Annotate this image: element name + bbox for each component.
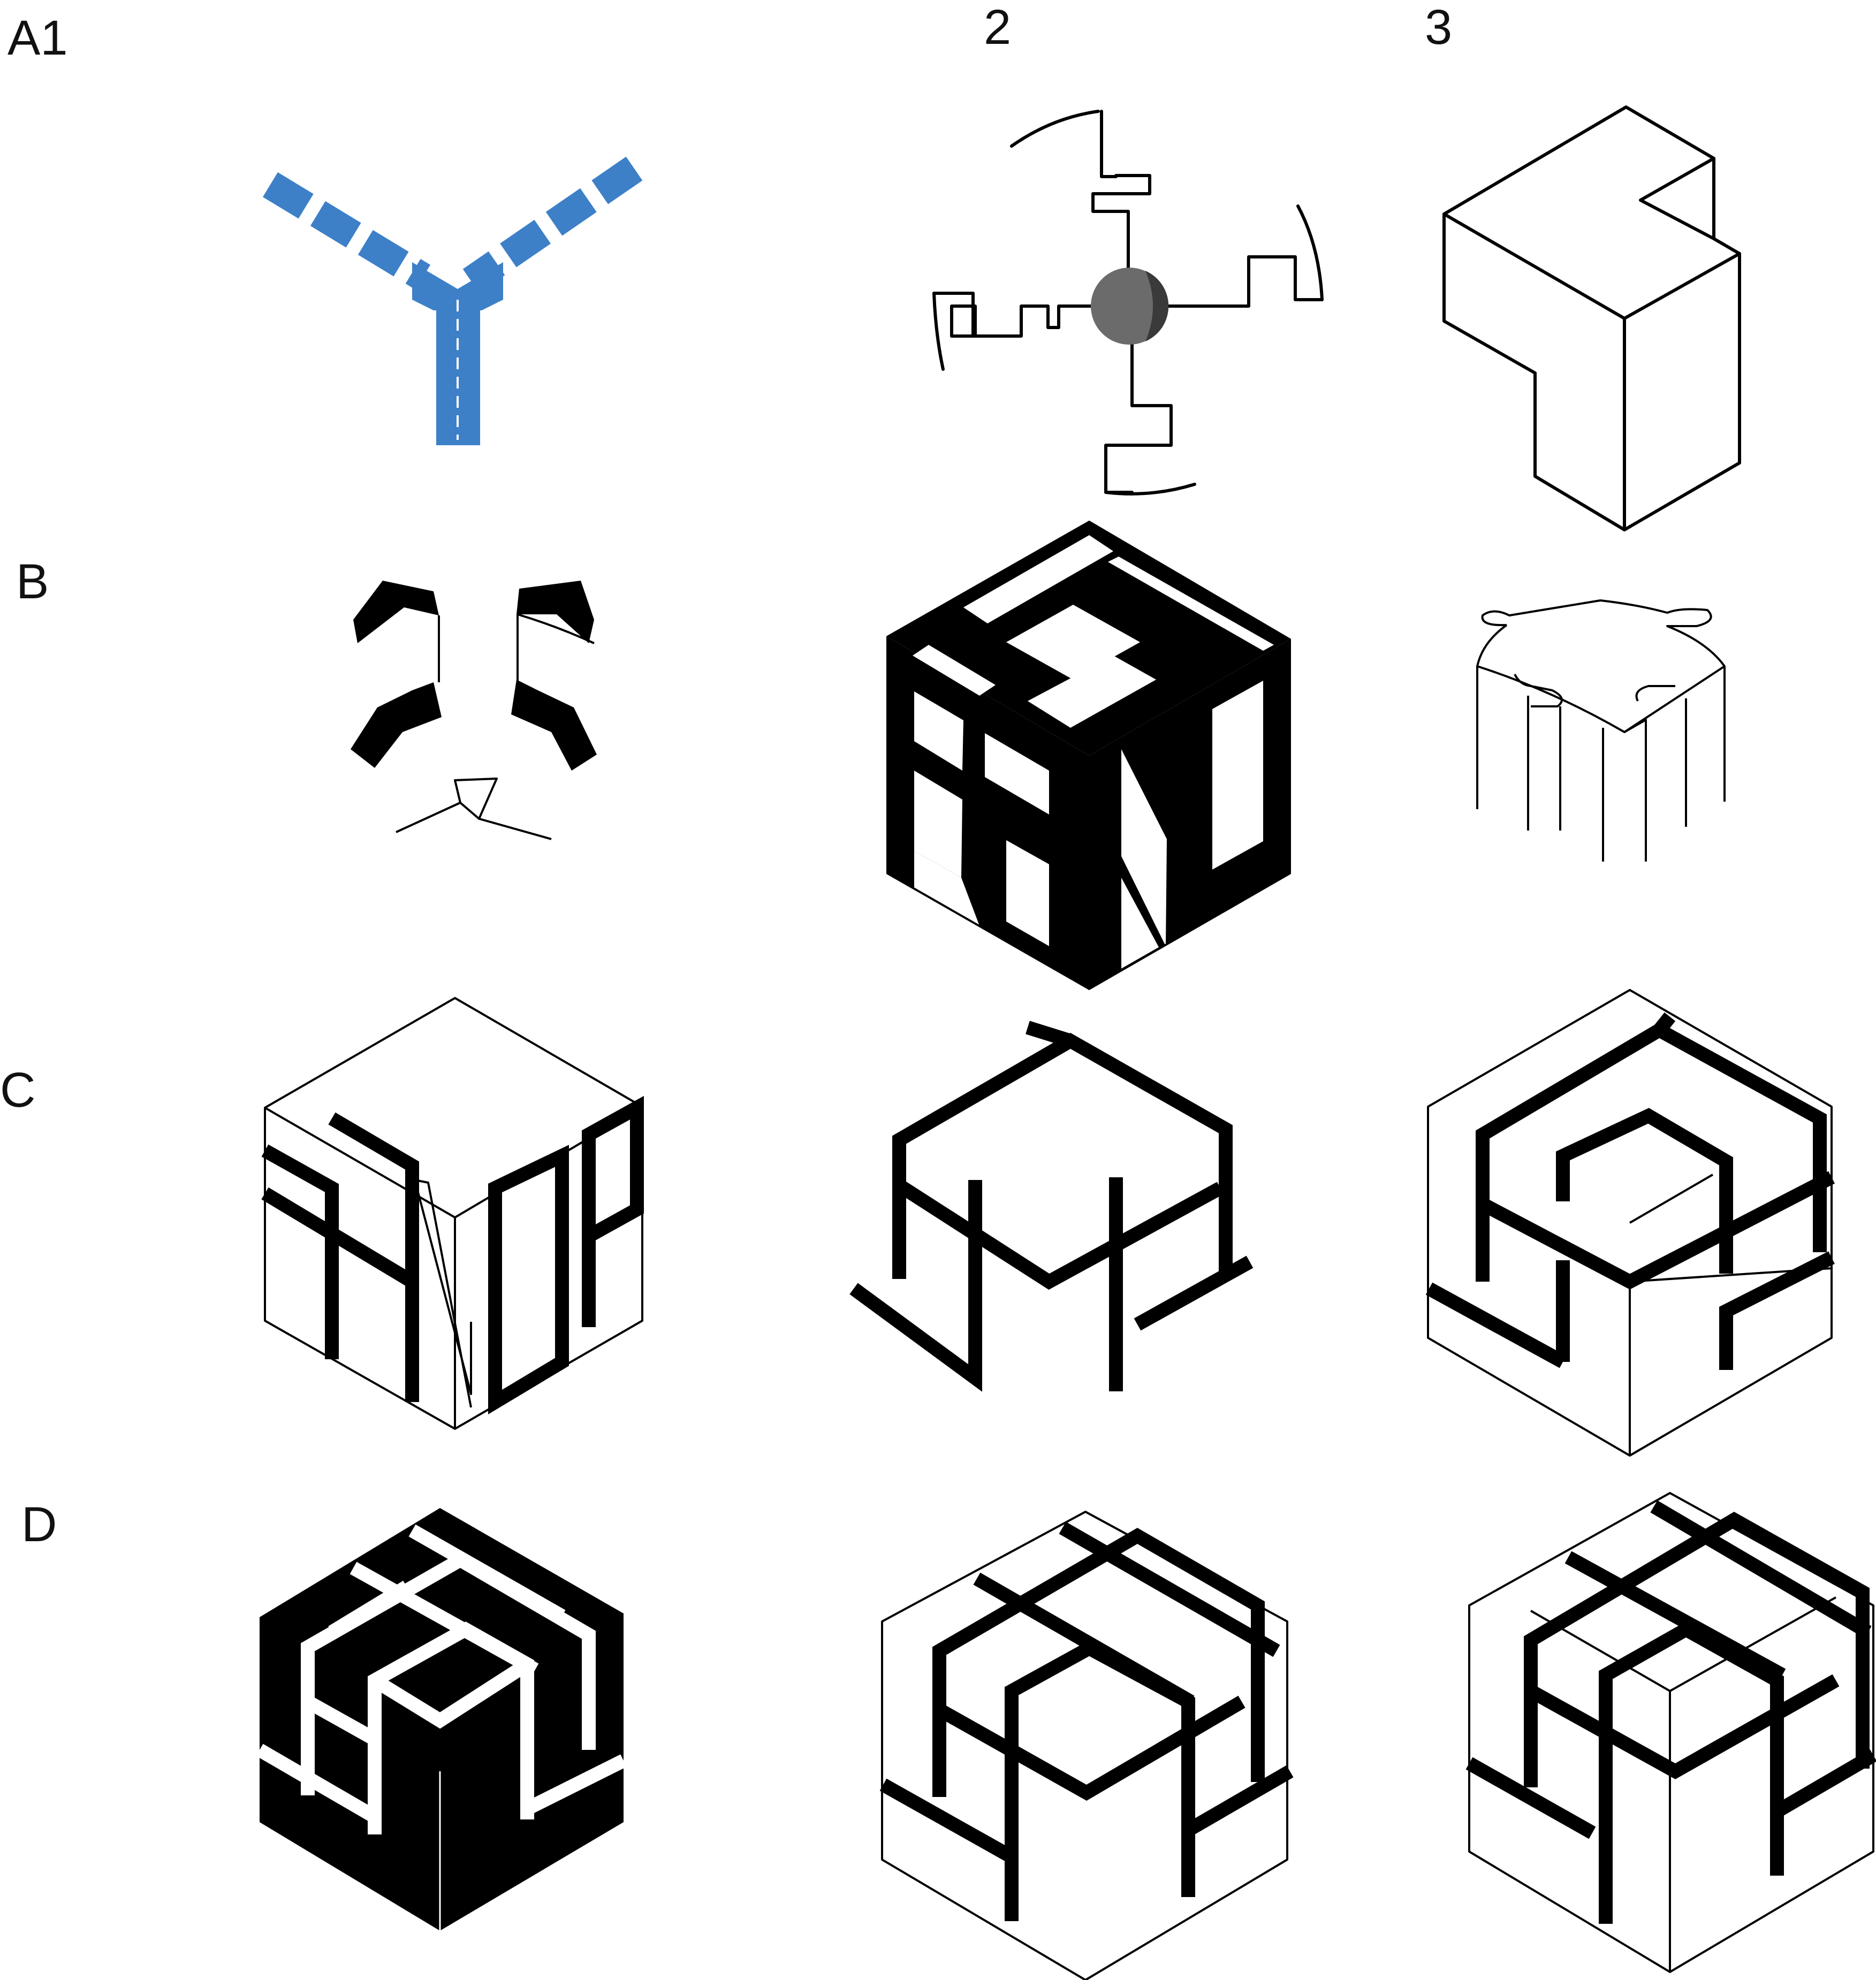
l-block-outline xyxy=(1442,105,1741,531)
panda-right-ear xyxy=(517,581,594,643)
frame-c2-notch xyxy=(1026,1021,1073,1048)
panda-nose xyxy=(396,778,552,840)
label-d: D xyxy=(21,1497,57,1552)
frame-c2-top xyxy=(892,1033,1233,1279)
pinwheel-arc-left xyxy=(932,292,945,371)
cube-c1-bar-3 xyxy=(488,1145,569,1414)
frame-c2-mid xyxy=(895,1179,1224,1290)
pinwheel-arm-left-tail xyxy=(932,292,975,338)
label-a2: 2 xyxy=(984,0,1011,55)
cube-b2-left-panel-3 xyxy=(985,733,1049,814)
pinwheel-arc-right xyxy=(1296,204,1324,301)
bear-ear-right xyxy=(1635,685,1675,702)
frame-c2-left-post xyxy=(849,1180,982,1392)
cube-c3-bar-top-box xyxy=(1556,1108,1733,1274)
stepped-pinwheel-sphere-icon xyxy=(932,110,1324,496)
panda-brow-right xyxy=(517,613,595,682)
l-block-inner-edges xyxy=(1442,157,1741,531)
panda-face-icon xyxy=(351,581,597,840)
cube-b2-left-panel-2 xyxy=(914,771,962,878)
y-right-arm xyxy=(462,156,643,293)
cube-c1-bar-1 xyxy=(261,1144,339,1359)
cube-d2-edges xyxy=(881,1511,1288,1980)
pinwheel-arc-bottom xyxy=(1104,483,1196,496)
solid-black-cube-white-bars-icon xyxy=(256,1508,627,1931)
cube-b2-left-panel-5 xyxy=(914,851,979,926)
cube-b2-top-panel-5 xyxy=(1028,656,1156,728)
cube-b2-left-panel-4 xyxy=(1006,840,1049,946)
pinwheel-sphere-shadow xyxy=(1145,271,1169,341)
cube-d3-bar-outer xyxy=(1524,1511,1870,1787)
cube-b2-top-panel-3 xyxy=(1108,557,1274,651)
cube-c1-bar-4 xyxy=(582,1095,644,1327)
isometric-l-block-icon xyxy=(1442,105,1741,531)
cube-d3-bar-inner xyxy=(1599,1621,1784,1924)
cube-c3-bar-top-notch xyxy=(1653,1012,1676,1035)
wireframe-cube-letters-icon xyxy=(261,997,644,1430)
cube-c3-inner-edges xyxy=(1482,1140,1714,1224)
open-bar-frame-icon xyxy=(849,1021,1254,1392)
label-a3: 3 xyxy=(1425,0,1452,55)
label-a1: A1 xyxy=(7,11,68,65)
pinwheel-arc-top xyxy=(1010,110,1100,148)
cube-b2-edges xyxy=(886,521,1291,990)
label-c: C xyxy=(0,1063,35,1117)
cube-b2-left-panel-1 xyxy=(914,691,963,771)
dashed-y-junction-icon xyxy=(262,156,643,445)
pinwheel-arm-bottom xyxy=(1104,341,1173,494)
cube-b2-right-panel-n xyxy=(1121,749,1167,946)
cube-d1-white-bars-low xyxy=(256,1743,627,1823)
cube-d3-edges xyxy=(1468,1492,1874,1973)
pinwheel-arm-right xyxy=(1165,255,1324,308)
cube-d2-bar-grid-2 xyxy=(936,1695,1245,1801)
cube-c3-bar-left-foot xyxy=(1425,1260,1570,1368)
nested-bar-cube-icon xyxy=(1425,989,1835,1457)
cube-d3-bar-grid-2 xyxy=(1527,1674,1840,1779)
y-junction xyxy=(412,262,503,310)
cube-d1-white-bars-top xyxy=(301,1524,596,1795)
cube-b2-top-panel-1 xyxy=(963,535,1113,623)
cube-d3-bar-grid-1 xyxy=(1564,1500,1872,1681)
framed-cube-black-grid-icon xyxy=(1465,1492,1876,1973)
white-cube-black-grid-icon xyxy=(879,1511,1294,1980)
cube-b2-right-panel-n2 xyxy=(1121,878,1159,969)
cube-b2-right-panel-d xyxy=(1212,681,1263,870)
cube-c1-diag xyxy=(414,1179,472,1408)
y-left-arm xyxy=(262,172,431,290)
bear-head-columns-icon xyxy=(1476,599,1726,862)
panda-left-ear xyxy=(353,581,439,643)
cube-d2-bar-outer xyxy=(932,1527,1265,1797)
panda-letter-cube-icon xyxy=(886,521,1291,990)
cube-d1-white-bars-left xyxy=(304,1695,378,1746)
cube-d3-bar-foot xyxy=(1465,1749,1876,1839)
pinwheel-sphere xyxy=(1091,268,1168,345)
label-b: B xyxy=(16,554,49,609)
bear-head-outline xyxy=(1476,599,1726,733)
cube-c3-bar-right-foot xyxy=(1719,1251,1835,1370)
bear-columns xyxy=(1476,666,1726,862)
cube-c3-bar-inner xyxy=(1479,1171,1835,1290)
frame-c2-right-foot xyxy=(1134,1255,1254,1331)
panda-right-eye xyxy=(511,680,597,771)
cube-c1-bar-2 xyxy=(261,1112,419,1402)
pinwheel-arm-top xyxy=(1091,110,1151,272)
cube-c3-bar-outer xyxy=(1476,1022,1827,1282)
cube-d2-bar-foot xyxy=(879,1765,1294,1863)
cube-d3-inner-edges xyxy=(1530,1596,1836,1766)
cube-d2-bar-inner xyxy=(1005,1640,1195,1921)
bear-ear-left xyxy=(1514,674,1563,707)
cube-b2-top-panel-4 xyxy=(913,645,996,696)
panda-left-eye xyxy=(351,682,442,768)
